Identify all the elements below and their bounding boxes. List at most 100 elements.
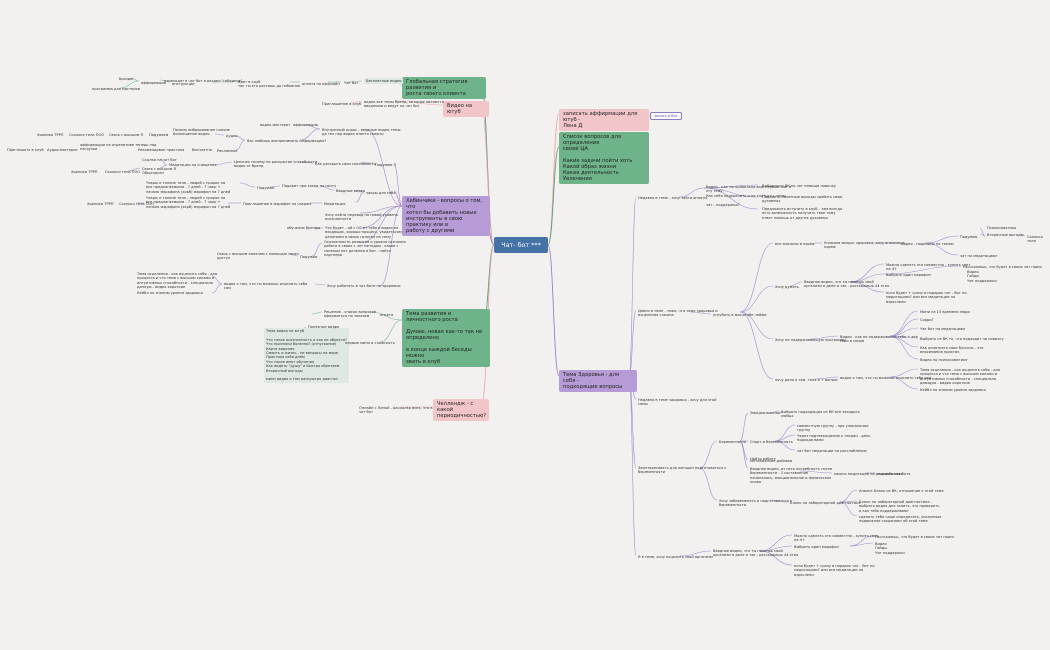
right-branch-node[interactable]: Видео - как по подерживающ себе + все св… [840,335,918,344]
right-branch-node[interactable]: подарок чат-бота [877,472,911,476]
right-branch-node[interactable]: Давно в теме - знаю, что тема здоровья и… [638,309,718,318]
right-branch-node[interactable]: Эмоциональные [750,411,781,415]
right-branch-node[interactable]: углубить в масштабе чейфе [713,313,767,317]
left-branch-node[interactable]: Внутренний опрос - вводные видео темы до… [322,128,401,137]
left-branch-node[interactable]: инструкции [172,82,195,86]
right-branch-node[interactable]: Вторичные выгоды [987,233,1024,237]
right-branch-node[interactable]: Выбрать подходящих из ВК все заходить лю… [781,410,860,419]
right-branch-node[interactable]: Можно сделать это совместно - купить све… [794,534,879,543]
note-badge[interactable]: запись в бот [650,112,682,120]
right-branch-node[interactable]: Метаболизме добавки [750,459,793,463]
left-branch-node[interactable]: Связь с высшим Я [109,133,143,137]
left-branch-node[interactable]: Подумаю [257,186,275,190]
right-branch-node[interactable]: Через подтверждение к теории - день подх… [797,434,871,443]
topic-youtube-video[interactable]: Видео на ютуб [443,101,489,117]
left-branch-node[interactable]: Бесплатные видео [364,78,404,85]
right-branch-node[interactable]: Видео - как ты правильно ваш первый шаг … [706,185,792,207]
right-branch-node[interactable]: если будет + сразу в подарок чат - бот п… [794,564,875,577]
right-branch-node[interactable]: если будет + сразу в подарок чат - бот п… [886,291,967,304]
left-branch-node[interactable]: Аудио [226,134,238,138]
left-branch-node[interactable]: Связь с высшим каналом с помощью через д… [217,252,299,261]
right-branch-node[interactable]: Расскажешь, что будет в своих чат поиск [963,265,1043,269]
left-branch-node[interactable]: Вводные видео [336,189,366,193]
right-branch-node[interactable]: Недавно в теме здоровья - хочу для этой … [638,398,717,407]
left-branch-node[interactable]: Чакры и тонкие тела - людей с пророк на … [146,181,231,194]
left-branch-node[interactable]: Полезные видео [308,325,340,329]
right-branch-node[interactable]: Вводное видео, что ты пишешь свой органи… [804,280,890,289]
left-branch-node[interactable]: Хроники ТРРП [87,202,114,206]
left-branch-node[interactable]: Подумаю [300,255,318,259]
topic-audience-questions[interactable]: Список вопросов для определения своей ЦА… [559,132,649,184]
topic-webinars[interactable]: Хабинчики - вопросы о том, что хотел бы … [402,196,490,236]
left-branch-node[interactable]: Ссылка на чат бот [142,158,177,162]
left-branch-node[interactable]: Хочу работать в чат-боте по здоровью [327,284,401,288]
right-branch-node[interactable]: все анализы в норме [775,242,815,246]
left-branch-node[interactable]: анкета [380,313,394,317]
right-branch-node[interactable]: Тема исцеления - как исцелить себя - для… [920,368,1001,386]
right-branch-node[interactable]: Беременность [719,440,747,444]
right-branch-node[interactable]: Найти работу [750,457,776,461]
left-branch-node[interactable]: Чат бот [344,81,359,85]
right-branch-node[interactable]: Видео по психосоматике [920,358,968,362]
right-branch-node[interactable]: Видео - подкорсы по темам [901,242,954,246]
right-branch-node[interactable]: Спорт и беременность [750,440,793,444]
right-branch-node[interactable]: можно медитации на расслабление [834,472,903,476]
left-branch-node[interactable]: Цепочек почему на раскрытие способности … [234,160,320,169]
right-branch-node[interactable]: Хочу по подерживающую программу [775,338,846,342]
left-branch-node[interactable]: Почему вибрирование плохие Воплощение ви… [173,128,230,137]
right-branch-node[interactable]: Вводное видео, что ты пишешь свой органи… [713,549,799,558]
right-branch-node[interactable]: Сколько тела [1027,235,1043,244]
right-branch-node[interactable]: Видео Гайды Чат поддержки [875,542,905,555]
left-branch-node[interactable]: бразды [119,77,133,81]
left-branch-node[interactable]: Связь с высшим Я Общепризн [142,167,176,176]
right-branch-node[interactable]: хочу дело о том, тела в + вопрос [775,378,839,382]
left-branch-node[interactable]: Как раскрыть свои способности [315,162,376,166]
right-branch-node[interactable]: видео о том, что ты можешь исцелить себя… [840,376,932,380]
topic-global-strategy[interactable]: Глобальная стратегия развития и роста тв… [402,77,486,99]
right-branch-node[interactable]: Психосоматика [987,226,1017,230]
right-branch-node[interactable]: чат бот медитации на расслабление [797,449,867,453]
right-branch-node[interactable]: Заинтересовать для женщин подготовиться … [638,466,727,475]
right-branch-node[interactable]: Предложить вступить в клуб - там всегда … [762,207,843,220]
left-branch-node[interactable]: Аудио-мастерит [47,148,78,152]
right-branch-node[interactable]: Выбрать один марафон [794,545,839,549]
left-branch-node[interactable]: Рекомендован практика [138,148,185,152]
left-branch-node[interactable]: обучение бренды [287,226,321,230]
right-branch-node[interactable]: Хочу забеременеть и подготовиться к бере… [719,499,792,508]
right-branch-node[interactable]: Кейбл по знанию уровня здоровья [920,388,986,392]
left-branch-node[interactable]: Подумаем [149,133,169,137]
right-branch-node[interactable]: сделать тебя чаще определять, указанные … [859,515,942,524]
right-branch-node[interactable]: Выбрать из ВК то, что подходит на новичк… [920,337,1004,341]
left-branch-node[interactable]: программа для мастеров [92,87,140,91]
left-branch-node[interactable]: видео все темы бренд, которые являются в… [364,100,444,109]
left-branch-node[interactable]: бесплатно [192,148,212,152]
topic-affirmations[interactable]: записать аффирмации для ютуб - Лена Д [559,109,649,131]
left-branch-node[interactable]: Онлайн с Леной - рассылка всех, что в ча… [359,406,433,415]
central-topic[interactable]: Чат- бот *** [494,237,548,253]
left-branch-node[interactable]: Сколько тела ПОО [69,133,105,137]
right-branch-node[interactable]: Бланк по лабораторной диагностике [790,501,861,505]
left-branch-node[interactable]: аффирмации на отрепетиве теперь под нагр… [80,143,157,152]
left-branch-node[interactable]: Вас любишь воспринимать информацию? [247,139,327,143]
left-branch-node[interactable]: первые мини и сложность [345,341,395,345]
right-branch-node[interactable]: Мини из 10 времени люди [920,310,970,314]
left-branch-node[interactable]: Рекламное [217,149,238,153]
left-branch-node[interactable]: Кейбл по знанию уровня здоровья [137,291,203,295]
left-branch-node[interactable]: видео мастерит [260,123,291,127]
left-branch-node[interactable]: Что будет - ай с ОС от тебя в видео на в… [325,226,402,239]
right-branch-node[interactable]: Чат бот по медитациям [920,327,965,331]
left-branch-node[interactable]: Приглашать в клуб [7,148,44,152]
topic-challenge[interactable]: Челлендж - с какой периодичностью? [433,399,489,421]
right-branch-node[interactable]: Выбрать из ВК по чат помощи новичку [762,184,836,188]
right-branch-node[interactable]: Упомяни вопрос здоровья, хочу анализы в … [824,241,905,250]
left-branch-node[interactable]: чакры для себя [366,191,396,195]
right-branch-node[interactable]: Можно сделать это совместно - купить све… [886,263,971,272]
left-branch-node[interactable]: Приглашение в клуб [322,102,362,106]
left-branch-node[interactable]: оплата по оффлайн [302,82,340,86]
left-branch-node[interactable]: Чакры и тонкие тела - людей с пророк на … [146,196,231,209]
right-branch-node[interactable]: Расскажешь, что будет в своих чат поиск [875,535,955,539]
right-branch-node[interactable]: Хочу думать [775,285,799,289]
left-branch-node[interactable]: Тема видео на ютуб Что такое осознанност… [264,328,349,383]
left-branch-node[interactable]: Сколько тела ПОО [119,202,155,206]
right-branch-node[interactable]: Как осмотреть свое буссоль - это вносима… [920,346,984,355]
